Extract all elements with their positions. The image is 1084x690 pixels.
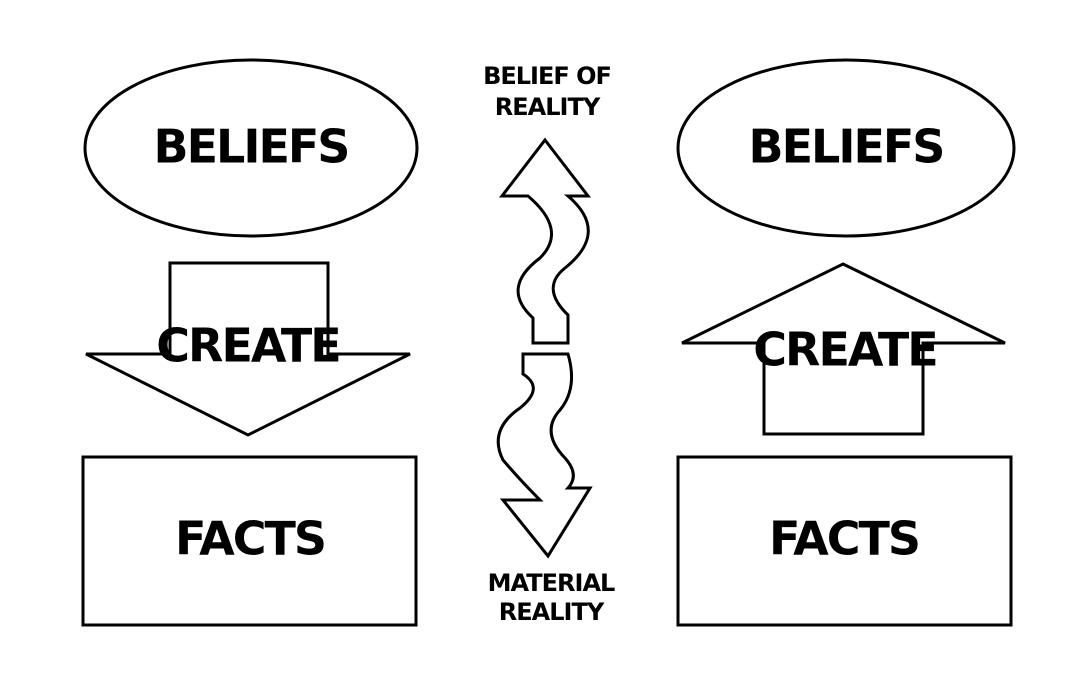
right-column: BELIEFS CREATE FACTS: [676, 58, 1016, 627]
right-beliefs-ellipse: [676, 58, 1016, 238]
wavy-down-arrow: [496, 352, 593, 559]
center-column: BELIEF OF REALITY MATERIAL REALITY: [483, 62, 616, 626]
left-facts-box: [81, 455, 418, 627]
left-beliefs-label: BELIEFS: [154, 120, 349, 174]
right-create-label: CREATE: [753, 323, 936, 377]
wavy-up-arrow: [498, 137, 592, 345]
center-top-label-line1: BELIEF OF: [483, 62, 611, 90]
left-create-label: CREATE: [156, 319, 339, 373]
left-beliefs-ellipse: [83, 58, 419, 238]
right-facts-box: [676, 455, 1013, 627]
left-facts-label: FACTS: [175, 512, 325, 566]
center-top-label-line2: REALITY: [495, 93, 601, 121]
center-bottom-label-line2: REALITY: [499, 598, 605, 626]
right-beliefs-label: BELIEFS: [749, 120, 944, 174]
right-create-up-arrow: [681, 262, 1006, 436]
center-bottom-label-line1: MATERIAL: [488, 569, 615, 597]
left-column: BELIEFS CREATE FACTS: [81, 58, 419, 627]
right-facts-label: FACTS: [769, 512, 919, 566]
left-create-down-arrow: [85, 261, 411, 437]
